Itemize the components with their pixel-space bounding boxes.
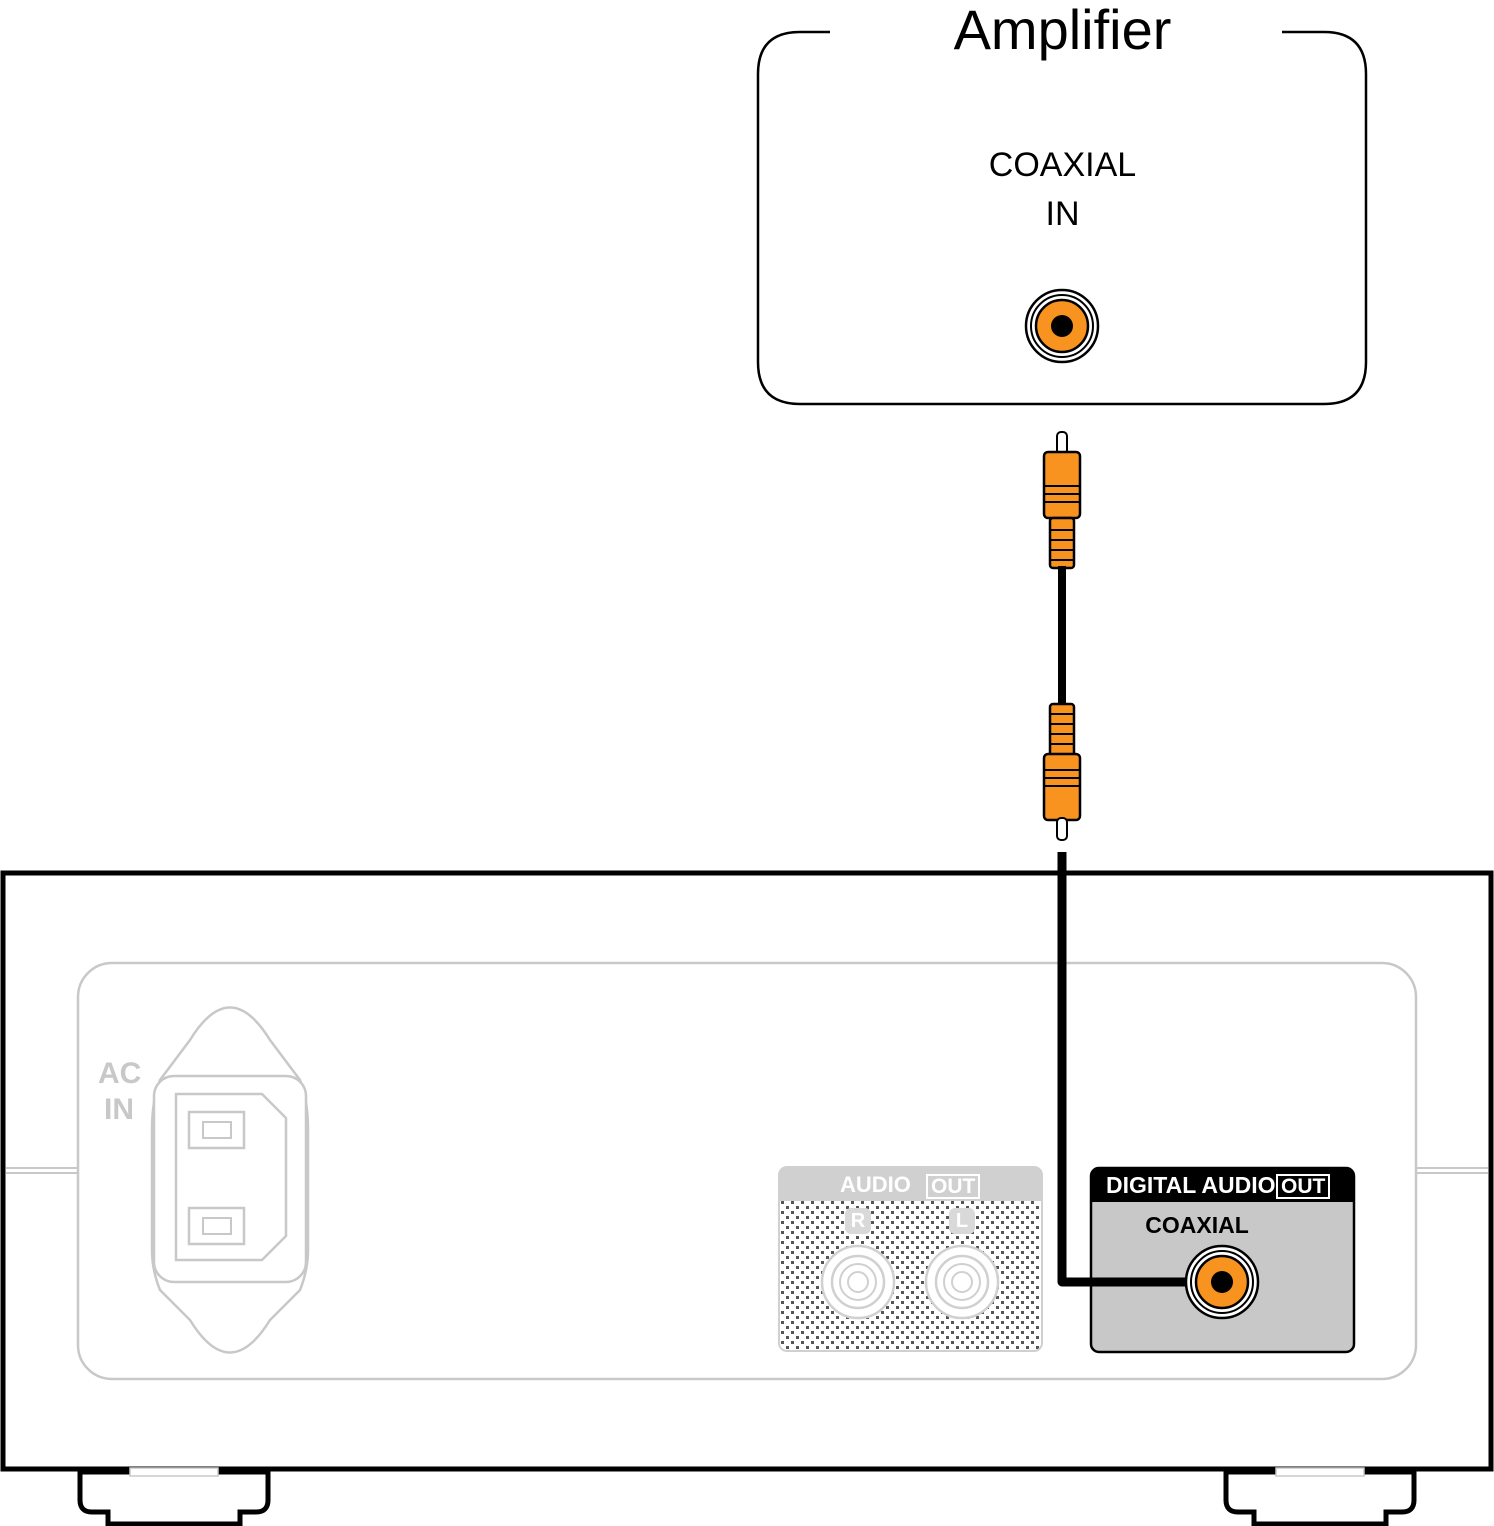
coaxial-cable[interactable] [1042,431,1082,841]
amplifier-input-label-line2: IN [1045,195,1080,233]
audio-out-title: AUDIO [840,1172,911,1197]
amplifier-title: Amplifier [953,0,1172,61]
digital-audio-out-badge: OUT [1276,1174,1331,1199]
digital-audio-title: DIGITAL AUDIO [1106,1172,1276,1198]
ac-in-label-line1: AC [98,1057,142,1090]
digital-coaxial-label: COAXIAL [1145,1212,1249,1238]
audio-out-r-jack[interactable] [820,1244,896,1320]
player-foot-right [1223,1467,1417,1526]
player-rear-panel [0,852,1494,1472]
cable-plug-top [1042,431,1082,570]
player-foot-left [77,1467,271,1526]
audio-out-l-label: L [949,1208,975,1234]
amplifier-coaxial-in-jack[interactable] [1024,288,1100,364]
audio-out-badge: OUT [926,1174,981,1199]
audio-out-l-jack[interactable] [924,1244,1000,1320]
digital-coaxial-out-jack[interactable] [1184,1244,1260,1320]
cable-plug-bottom [1042,702,1082,841]
amplifier-unit [756,30,1368,406]
ac-in-label-line2: IN [104,1093,134,1126]
amplifier-input-label-line1: COAXIAL [988,146,1137,184]
audio-out-r-label: R [845,1208,871,1234]
audio-out-section [778,1166,1043,1352]
ac-inlet [150,1006,310,1354]
